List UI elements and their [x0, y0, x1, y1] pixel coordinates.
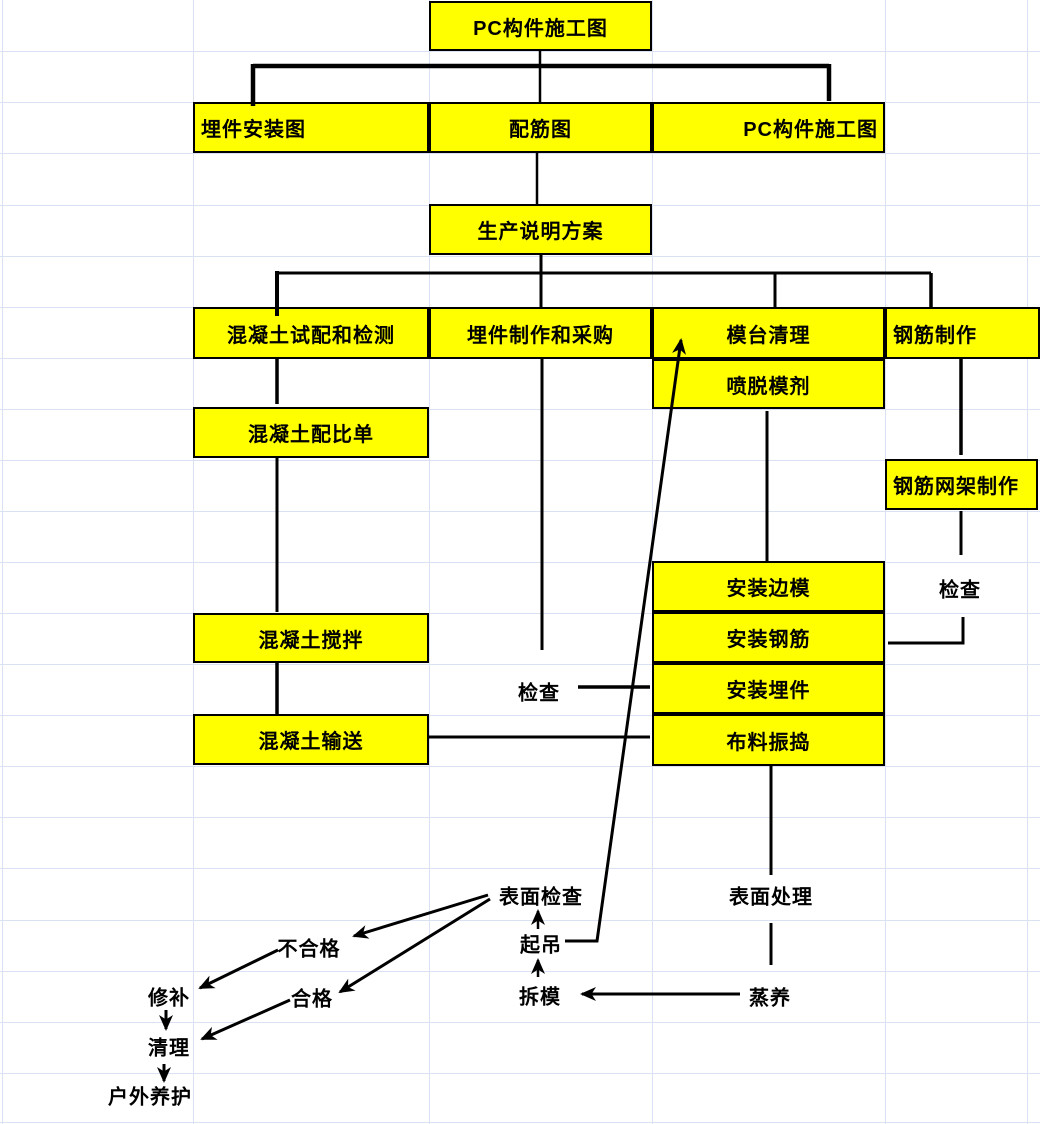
gridline-row-12 [0, 664, 1040, 665]
node-install-rebar[interactable]: 安装钢筋 [652, 612, 885, 663]
gridline-row-9 [0, 511, 1040, 512]
node-concrete-delivery[interactable]: 混凝土输送 [193, 714, 429, 765]
label-inspect-left[interactable]: 检查 [518, 682, 560, 705]
node-concrete-mix-sheet[interactable]: 混凝土配比单 [193, 407, 429, 458]
gridline-row-19 [0, 1022, 1040, 1023]
gridline-row-21 [0, 1122, 1040, 1123]
node-production-plan[interactable]: 生产说明方案 [429, 204, 652, 255]
gridline-row-15 [0, 817, 1040, 818]
gridline-row-10 [0, 562, 1040, 563]
gridline-row-2 [0, 153, 1040, 154]
label-surface-treatment[interactable]: 表面处理 [729, 886, 813, 909]
connector-unqual-to-repair [198, 948, 279, 990]
node-rebar-fabrication[interactable]: 钢筋制作 [885, 307, 1040, 359]
gridline-col-4 [885, 0, 886, 1124]
node-concrete-trial-test[interactable]: 混凝土试配和检测 [193, 307, 429, 359]
label-qualified[interactable]: 合格 [291, 988, 333, 1011]
connector-inspect-to-qual [338, 897, 491, 994]
gridline-row-18 [0, 971, 1040, 972]
gridline-row-11 [0, 613, 1040, 614]
node-pc-drawing-top[interactable]: PC构件施工图 [429, 1, 652, 51]
gridline-row-13 [0, 715, 1040, 716]
label-demolding[interactable]: 拆模 [519, 986, 561, 1009]
label-cleanup[interactable]: 清理 [148, 1037, 190, 1060]
label-hoisting[interactable]: 起吊 [520, 934, 562, 957]
node-rebar-drawing[interactable]: 配筋图 [429, 102, 652, 153]
node-concrete-mixing[interactable]: 混凝土搅拌 [193, 613, 429, 663]
gridline-row-20 [0, 1073, 1040, 1074]
connector-inspect-right-L [888, 617, 965, 645]
node-rebar-mesh-fabrication[interactable]: 钢筋网架制作 [885, 459, 1038, 510]
gridline-row-14 [0, 766, 1040, 767]
node-install-embeds[interactable]: 安装埋件 [652, 663, 885, 714]
connector-qual-to-cleanup [200, 998, 291, 1041]
node-pc-drawing-right[interactable]: PC构件施工图 [652, 102, 885, 153]
label-outdoor-curing[interactable]: 户外养护 [108, 1086, 192, 1109]
gridline-row-0 [0, 51, 1040, 52]
label-inspect-right[interactable]: 检查 [939, 579, 981, 602]
label-unqualified[interactable]: 不合格 [277, 938, 341, 961]
node-pour-vibrate[interactable]: 布料振捣 [652, 714, 885, 766]
label-steam-curing[interactable]: 蒸养 [749, 987, 791, 1010]
gridline-col-0 [2, 0, 3, 1124]
gridline-col-1 [193, 0, 194, 1124]
node-embed-install-drawing[interactable]: 埋件安装图 [193, 102, 429, 153]
node-embed-make-purchase[interactable]: 埋件制作和采购 [429, 307, 652, 359]
gridline-row-16 [0, 868, 1040, 869]
node-spray-release-agent[interactable]: 喷脱模剂 [652, 359, 885, 409]
gridline-col-2 [429, 0, 430, 1124]
gridline-col-5 [1027, 0, 1028, 1124]
gridline-row-7 [0, 409, 1040, 410]
node-install-side-mold[interactable]: 安装边模 [652, 561, 885, 612]
label-repair[interactable]: 修补 [148, 987, 190, 1010]
gridline-row-17 [0, 920, 1040, 921]
gridline-row-4 [0, 256, 1040, 257]
gridline-row-8 [0, 460, 1040, 461]
label-surface-inspect[interactable]: 表面检查 [499, 886, 583, 909]
node-mold-table-clean[interactable]: 模台清理 [652, 307, 885, 359]
connector-inspect-to-unqual [352, 893, 489, 939]
